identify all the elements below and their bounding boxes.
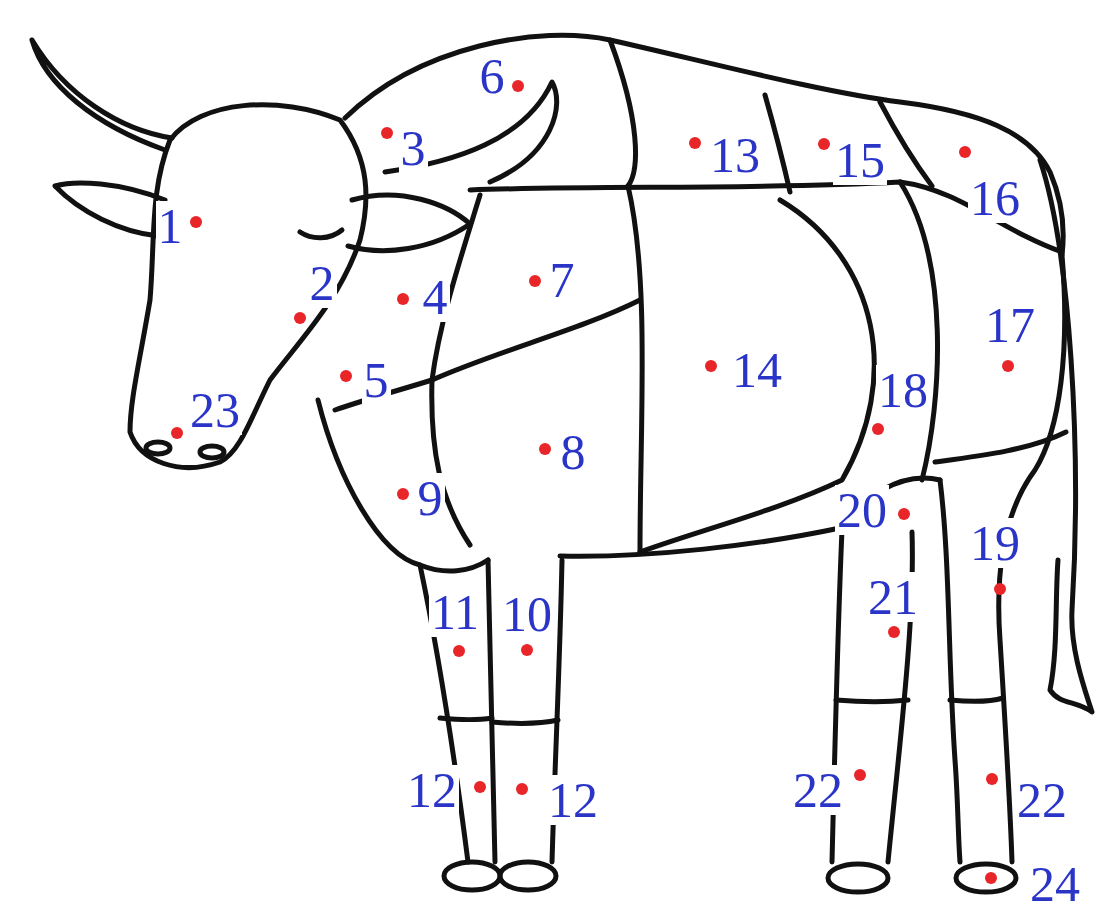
callout-number: 12 bbox=[546, 775, 600, 825]
callout-number: 13 bbox=[708, 130, 762, 180]
point-dots bbox=[171, 80, 1014, 884]
callout-number: 22 bbox=[791, 765, 845, 815]
callout-number: 1 bbox=[156, 201, 185, 251]
callout-number: 8 bbox=[559, 427, 588, 477]
callout-number: 12 bbox=[405, 765, 459, 815]
callout-number: 7 bbox=[548, 255, 577, 305]
callout-number: 10 bbox=[500, 589, 554, 639]
callout-number: 23 bbox=[188, 385, 242, 435]
callout-number: 21 bbox=[866, 572, 920, 622]
callout-number: 9 bbox=[416, 473, 445, 523]
callout-number: 19 bbox=[968, 518, 1022, 568]
callout-number: 17 bbox=[983, 300, 1037, 350]
callout-number: 4 bbox=[421, 272, 450, 322]
callout-number: 15 bbox=[833, 135, 887, 185]
callout-number: 18 bbox=[876, 365, 930, 415]
callout-number: 14 bbox=[730, 345, 784, 395]
callout-number: 16 bbox=[968, 173, 1022, 223]
callout-number: 24 bbox=[1028, 859, 1082, 909]
callout-number: 11 bbox=[429, 587, 481, 637]
callout-number: 22 bbox=[1015, 775, 1069, 825]
callout-number: 6 bbox=[478, 51, 507, 101]
callout-number: 3 bbox=[399, 123, 428, 173]
callout-number: 5 bbox=[362, 355, 391, 405]
callout-number: 2 bbox=[308, 258, 337, 308]
callout-number: 20 bbox=[835, 485, 889, 535]
